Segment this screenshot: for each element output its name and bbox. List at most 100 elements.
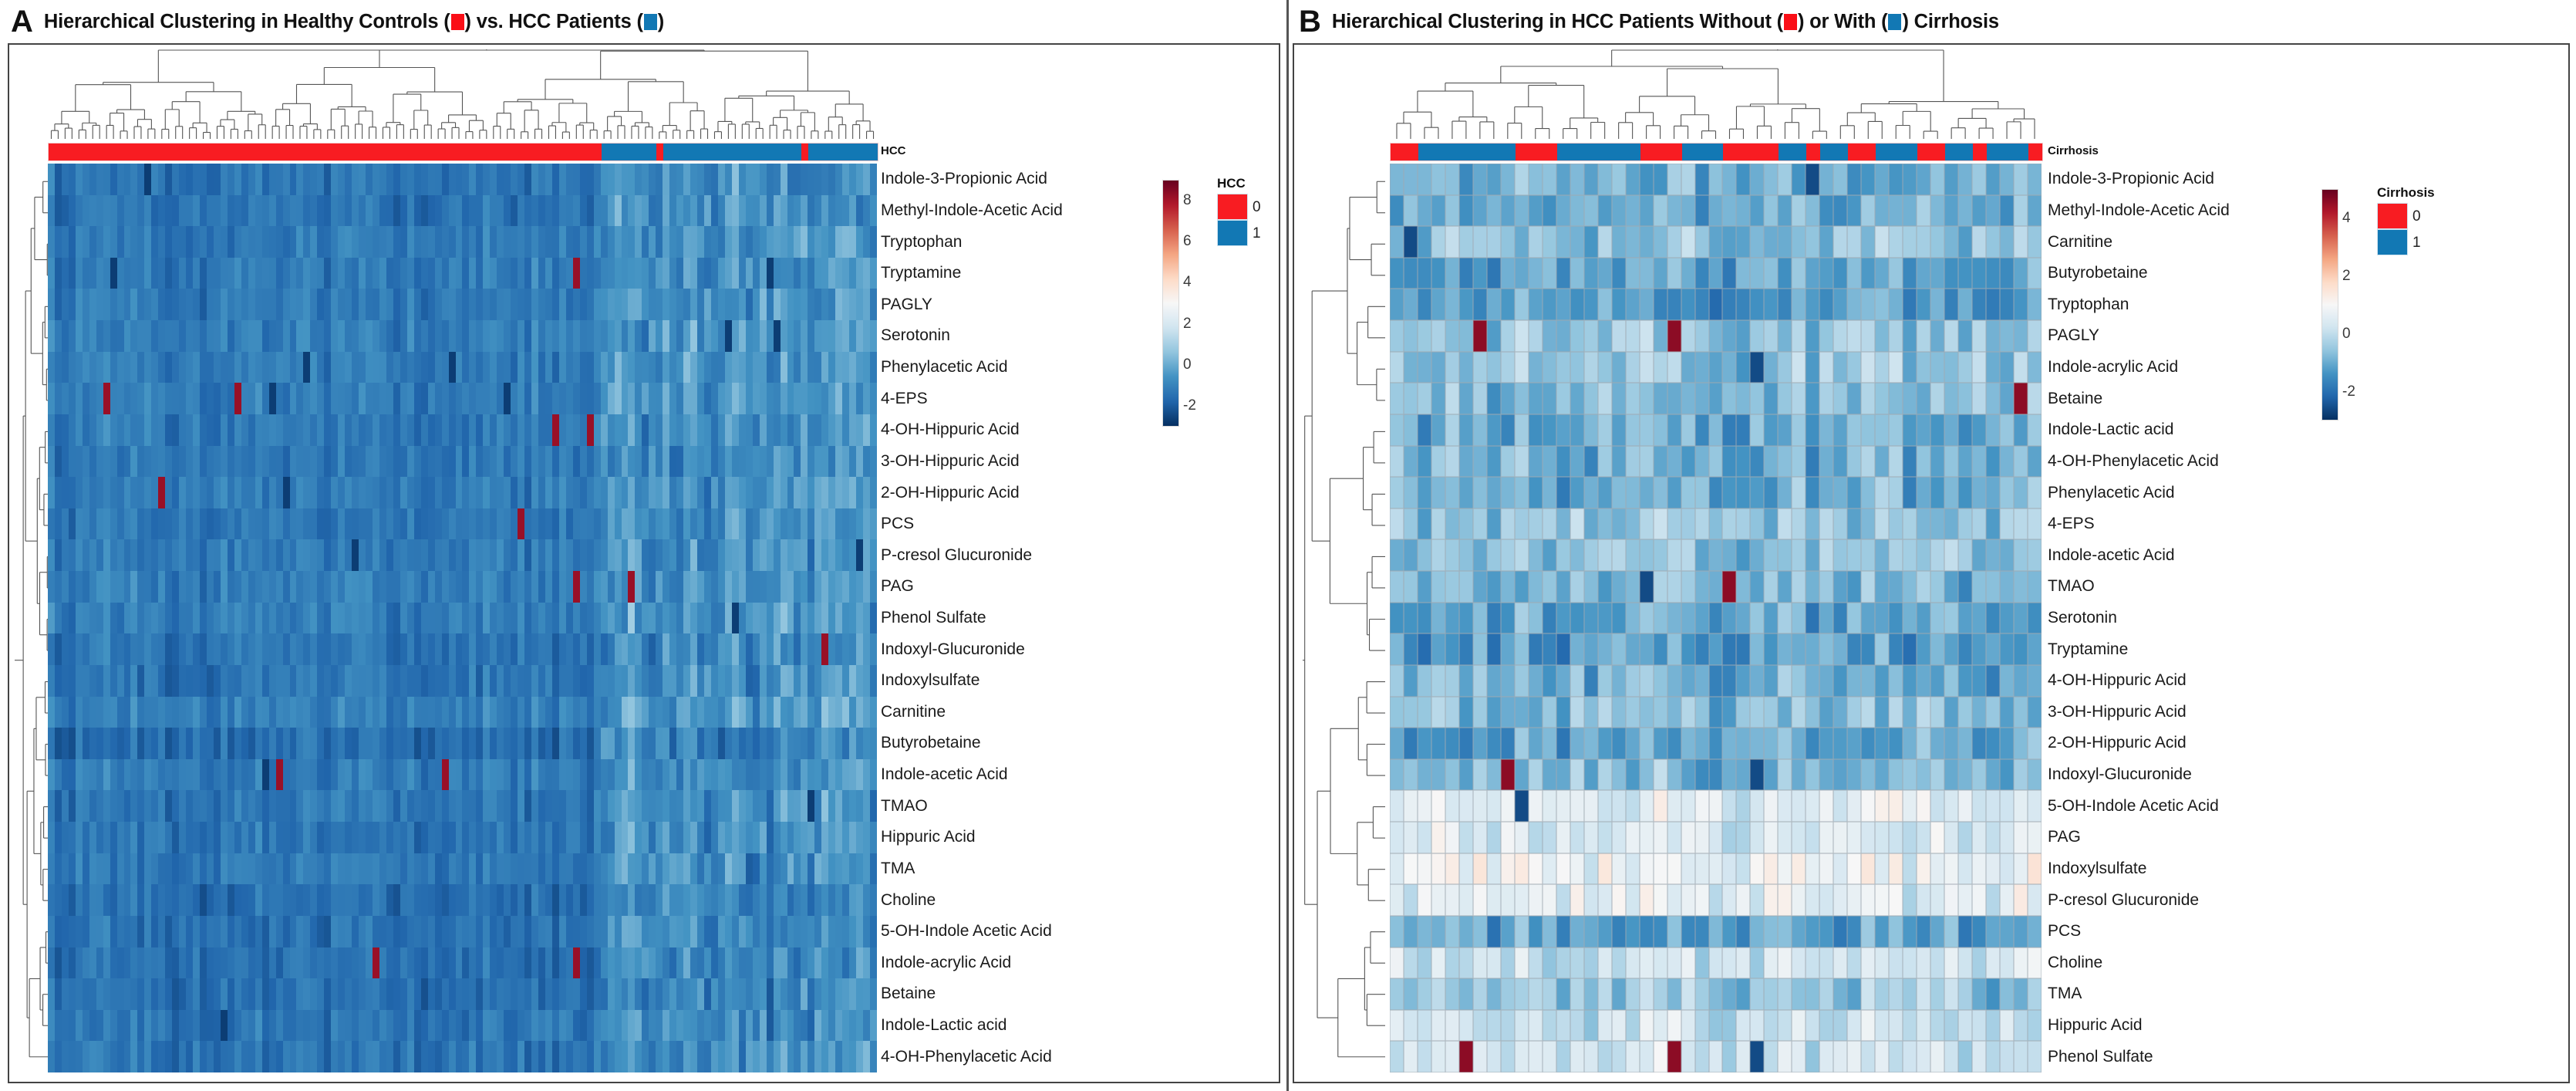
heatmap-cell [704,383,711,414]
heatmap-cell [1528,477,1543,508]
heatmap-cell [406,320,414,352]
heatmap-cell [1583,758,1598,791]
heatmap-cell [628,414,636,446]
heatmap-cell [89,633,96,665]
heatmap-cell [579,853,587,885]
annotation-cell [767,144,774,160]
annotation-cell [207,144,214,160]
heatmap-cell [663,822,670,853]
heatmap-cell [282,790,290,822]
heatmap-cell [241,383,248,414]
heatmap-cell [137,194,145,227]
heatmap-cell [656,664,663,697]
annotation-cell [428,144,436,160]
heatmap-cell [345,164,352,195]
heatmap-cell [780,194,787,227]
heatmap-cell [579,257,587,289]
heatmap-cell [68,257,76,289]
heatmap-cell [863,978,871,1010]
heatmap-cell [1528,351,1543,383]
heatmap-cell [545,915,552,947]
heatmap-cell [690,915,698,947]
heatmap-cell [1431,351,1445,383]
heatmap-cell [255,884,262,916]
heatmap-cell [621,822,629,853]
heatmap-cell [1542,633,1556,665]
heatmap-cell [1597,696,1612,728]
heatmap-cell [787,1041,794,1072]
heatmap-cell [110,884,117,916]
legend-row[interactable]: 0 [1217,194,1261,220]
heatmap-cell [1903,822,1917,853]
heatmap-cell [427,414,435,446]
heatmap-cell [808,633,815,665]
heatmap-cell [614,539,622,572]
legend-row[interactable]: 1 [1217,220,1261,246]
heatmap-cell [345,915,352,947]
heatmap-cell [565,664,573,697]
heatmap-cell [1500,758,1515,791]
heatmap-cell [1694,947,1709,979]
annotation-cell [145,144,153,160]
heatmap-cell [1819,320,1834,352]
heatmap-cell [676,728,684,759]
heatmap-cell [130,853,138,885]
heatmap-cell [504,915,511,947]
heatmap-cell [268,226,276,258]
heatmap-cell [462,602,470,634]
heatmap-cell [248,884,255,916]
heatmap-cell [165,383,173,414]
heatmap-cell [794,477,801,508]
heatmap-cell [593,602,601,634]
heatmap-cell [296,633,304,665]
heatmap-cell [814,758,822,791]
heatmap-cell [1694,351,1709,383]
heatmap-cell [572,853,580,885]
heatmap-cell [1986,539,2001,572]
heatmap-cell [220,164,228,195]
heatmap-cell [842,257,850,289]
heatmap-cell [1806,226,1820,258]
heatmap-cell [642,508,649,540]
heatmap-cell [787,351,794,383]
heatmap-cell [842,633,850,665]
heatmap-cell [158,602,166,634]
heatmap-cell [96,1009,103,1042]
heatmap-cell [856,884,864,916]
heatmap-cell [572,822,580,853]
heatmap-cell [110,1009,117,1042]
heatmap-cell [1458,915,1473,947]
heatmap-cell [607,728,615,759]
heatmap-cell [1903,758,1917,791]
heatmap-cell [1639,884,1654,916]
heatmap-cell [1597,477,1612,508]
heatmap-cell [1611,289,1626,321]
heatmap-cell [849,853,857,885]
heatmap-cell [614,320,622,352]
heatmap-cell [275,571,283,603]
heatmap-cell [1472,539,1487,572]
heatmap-cell [165,320,173,352]
heatmap-cell [359,351,366,383]
heatmap-cell [61,571,69,603]
heatmap-cell [213,1009,221,1042]
heatmap-cell [1806,978,1820,1010]
heatmap-cell [483,790,491,822]
heatmap-cell [75,414,83,446]
heatmap-cell [1458,226,1473,258]
heatmap-cell [1764,884,1779,916]
heatmap-cell [1486,571,1501,603]
heatmap-cell [331,822,339,853]
heatmap-cell [116,289,124,321]
heatmap-cell [241,571,248,603]
heatmap-cell [1861,790,1876,822]
heatmap-cell [1875,320,1890,352]
heatmap-cell [207,539,214,572]
heatmap-cell [1847,320,1862,352]
heatmap-cell [1792,351,1806,383]
heatmap-cell [373,571,379,603]
heatmap-cell [193,257,201,289]
heatmap-cell [144,414,152,446]
heatmap-cell [2000,602,2015,634]
heatmap-cell [220,1041,228,1072]
